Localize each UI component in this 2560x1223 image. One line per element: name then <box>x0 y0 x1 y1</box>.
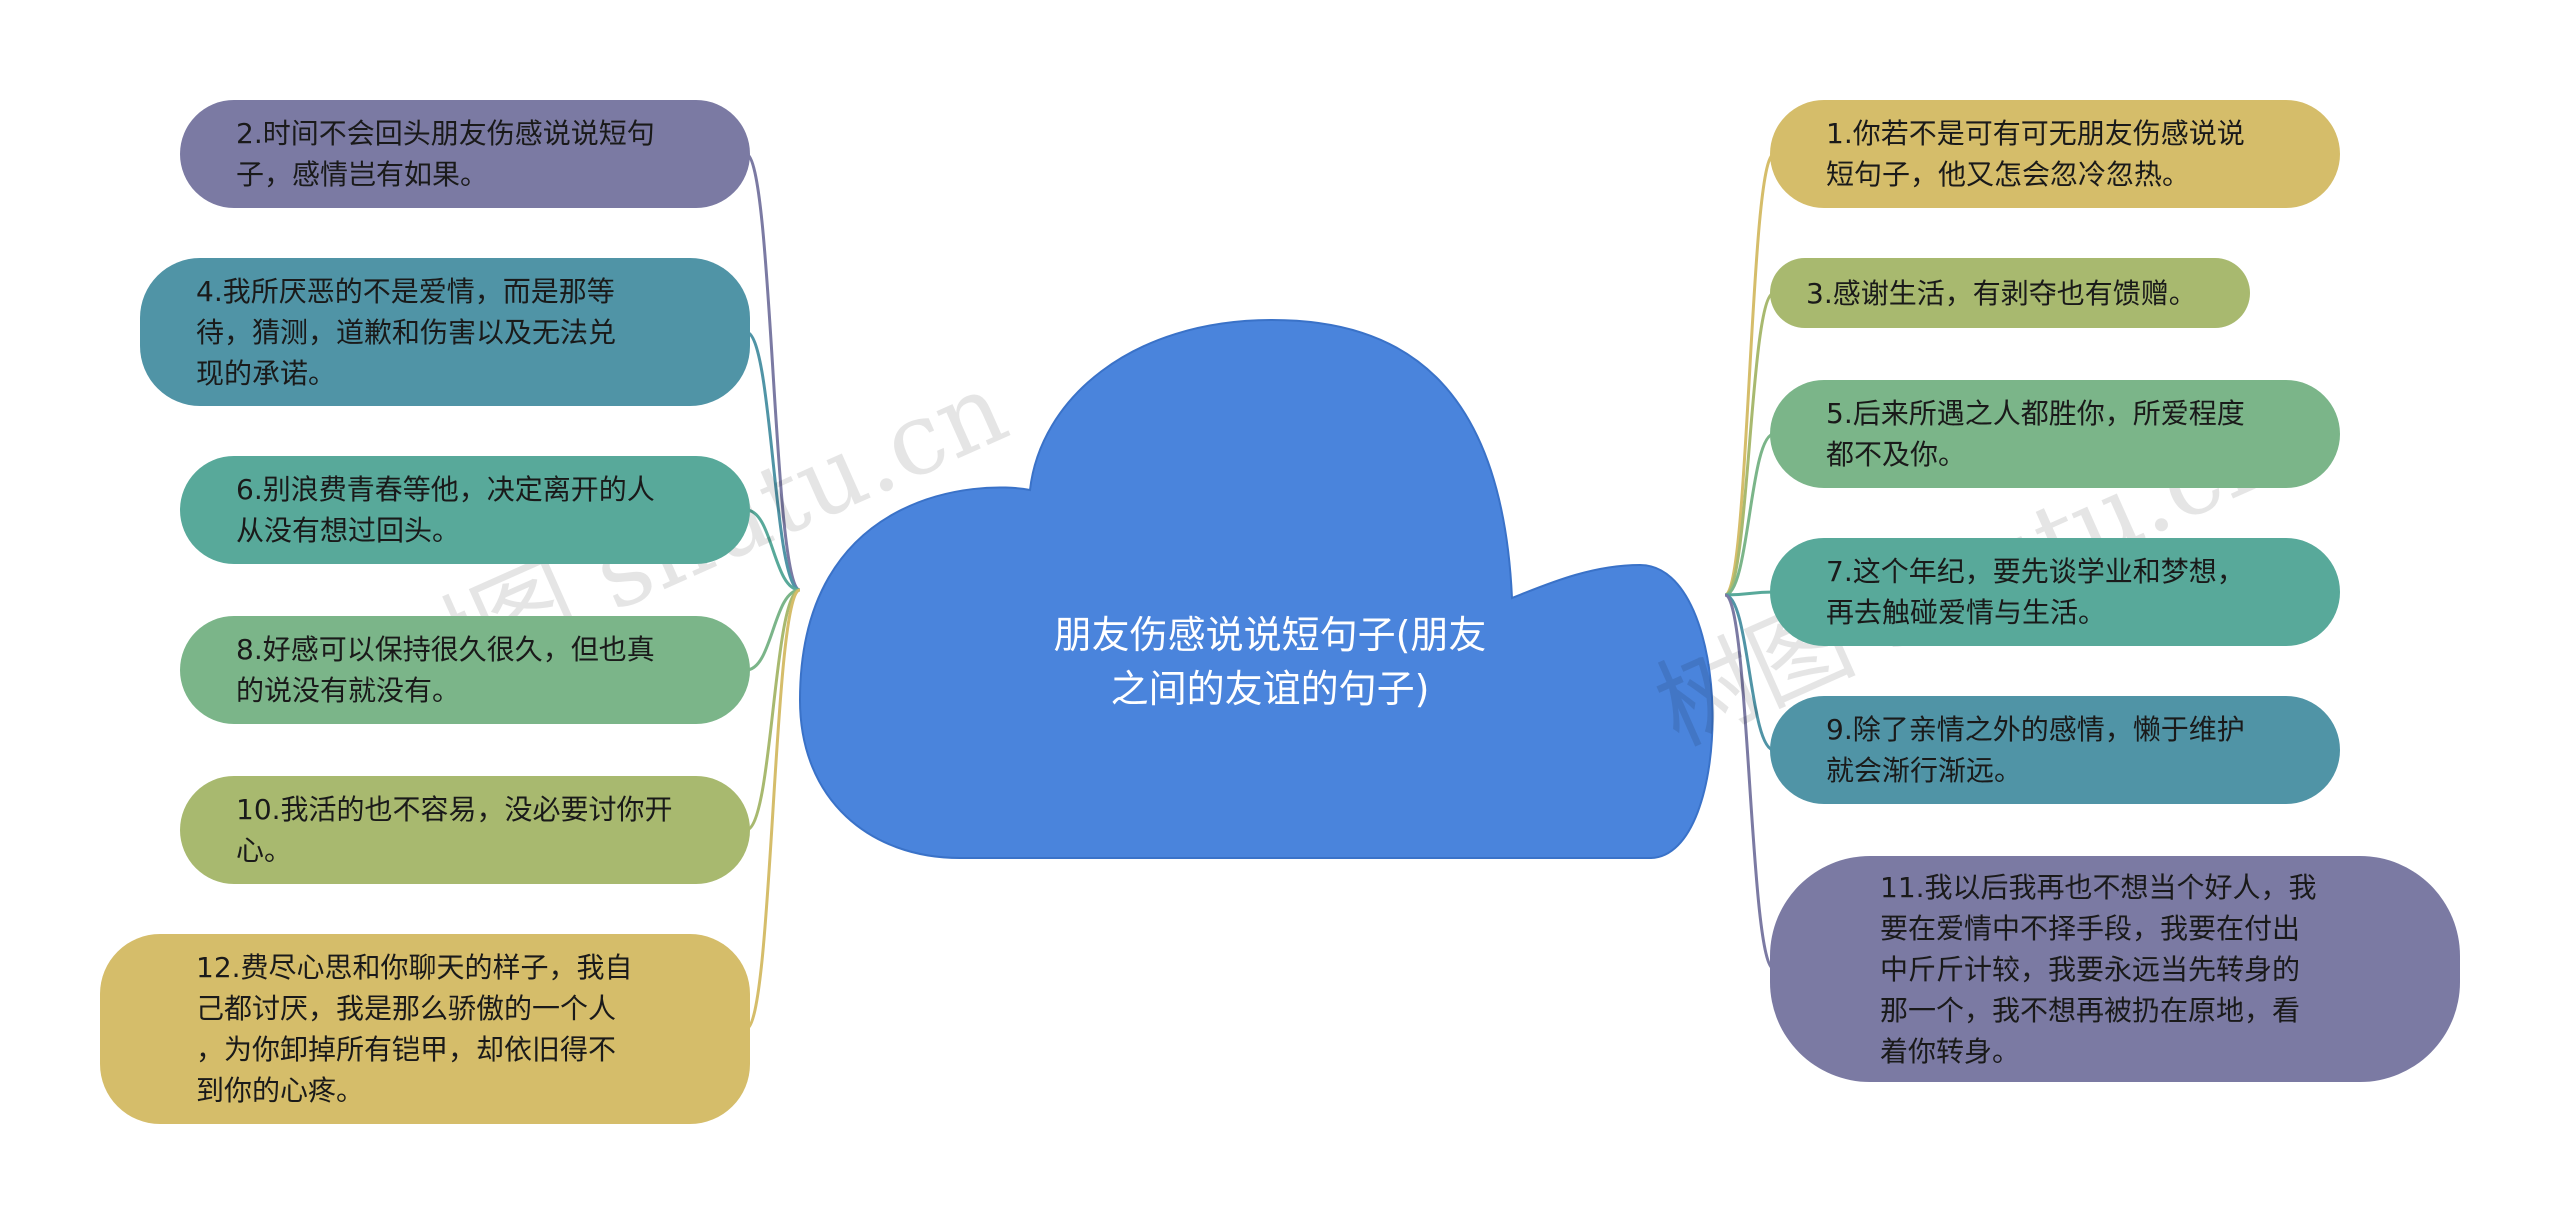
node-text: 10.我活的也不容易，没必要讨你开 心。 <box>236 793 673 867</box>
center-cloud[interactable] <box>798 318 1714 859</box>
node-right-5[interactable]: 5.后来所遇之人都胜你，所爱程度 都不及你。 <box>1770 380 2340 488</box>
node-right-1[interactable]: 1.你若不是可有可无朋友伤感说说 短句子，他又怎会忽冷忽热。 <box>1770 100 2340 208</box>
connector-left <box>745 588 801 672</box>
connector-right <box>1724 432 1775 597</box>
node-left-4[interactable]: 4.我所厌恶的不是爱情，而是那等 待，猜测，道歉和伤害以及无法兑 现的承诺。 <box>140 258 750 406</box>
connector-right <box>1724 593 1775 752</box>
connector-right <box>1724 291 1775 597</box>
node-text: 12.费尽心思和你聊天的样子，我自 己都讨厌，我是那么骄傲的一个人 ，为你卸掉所… <box>196 951 633 1107</box>
node-text: 9.除了亲情之外的感情，懒于维护 就会渐行渐远。 <box>1826 713 2245 787</box>
node-right-9[interactable]: 9.除了亲情之外的感情，懒于维护 就会渐行渐远。 <box>1770 696 2340 804</box>
node-left-2[interactable]: 2.时间不会回头朋友伤感说说短句 子，感情岂有如果。 <box>180 100 750 208</box>
node-right-3[interactable]: 3.感谢生活，有剥夺也有馈赠。 <box>1770 258 2250 328</box>
connector-right <box>1723 152 1776 597</box>
node-text: 7.这个年纪，要先谈学业和梦想， 再去触碰爱情与生活。 <box>1826 555 2245 629</box>
node-text: 1.你若不是可有可无朋友伤感说说 短句子，他又怎会忽冷忽热。 <box>1826 117 2245 191</box>
node-text: 11.我以后我再也不想当个好人，我 要在爱情中不择手段，我要在付出 中斤斤计较，… <box>1880 870 2317 1068</box>
node-text: 2.时间不会回头朋友伤感说说短句 子，感情岂有如果。 <box>236 117 655 191</box>
node-text: 5.后来所遇之人都胜你，所爱程度 都不及你。 <box>1826 397 2245 471</box>
node-left-12[interactable]: 12.费尽心思和你聊天的样子，我自 己都讨厌，我是那么骄傲的一个人 ，为你卸掉所… <box>100 934 750 1124</box>
connector-left <box>745 588 801 1031</box>
node-right-7[interactable]: 7.这个年纪，要先谈学业和梦想， 再去触碰爱情与生活。 <box>1770 538 2340 646</box>
connector-left <box>745 588 801 832</box>
connector-right <box>1724 590 1775 597</box>
connector-left <box>745 330 801 592</box>
connector-right <box>1724 593 1775 971</box>
node-right-11[interactable]: 11.我以后我再也不想当个好人，我 要在爱情中不择手段，我要在付出 中斤斤计较，… <box>1770 856 2460 1082</box>
node-text: 6.别浪费青春等他，决定离开的人 从没有想过回头。 <box>236 473 655 547</box>
center-title[interactable]: 朋友伤感说说短句子(朋友 之间的友谊的句子) <box>1053 613 1487 711</box>
node-left-8[interactable]: 8.好感可以保持很久很久，但也真 的说没有就没有。 <box>180 616 750 724</box>
node-left-10[interactable]: 10.我活的也不容易，没必要讨你开 心。 <box>180 776 750 884</box>
connector-left <box>745 152 801 592</box>
node-left-6[interactable]: 6.别浪费青春等他，决定离开的人 从没有想过回头。 <box>180 456 750 564</box>
node-text: 8.好感可以保持很久很久，但也真 的说没有就没有。 <box>236 633 655 707</box>
node-text: 4.我所厌恶的不是爱情，而是那等 待，猜测，道歉和伤害以及无法兑 现的承诺。 <box>196 274 617 390</box>
connector-left <box>745 508 801 592</box>
connectors <box>745 152 1776 1031</box>
node-text: 3.感谢生活，有剥夺也有馈赠。 <box>1806 276 2197 310</box>
